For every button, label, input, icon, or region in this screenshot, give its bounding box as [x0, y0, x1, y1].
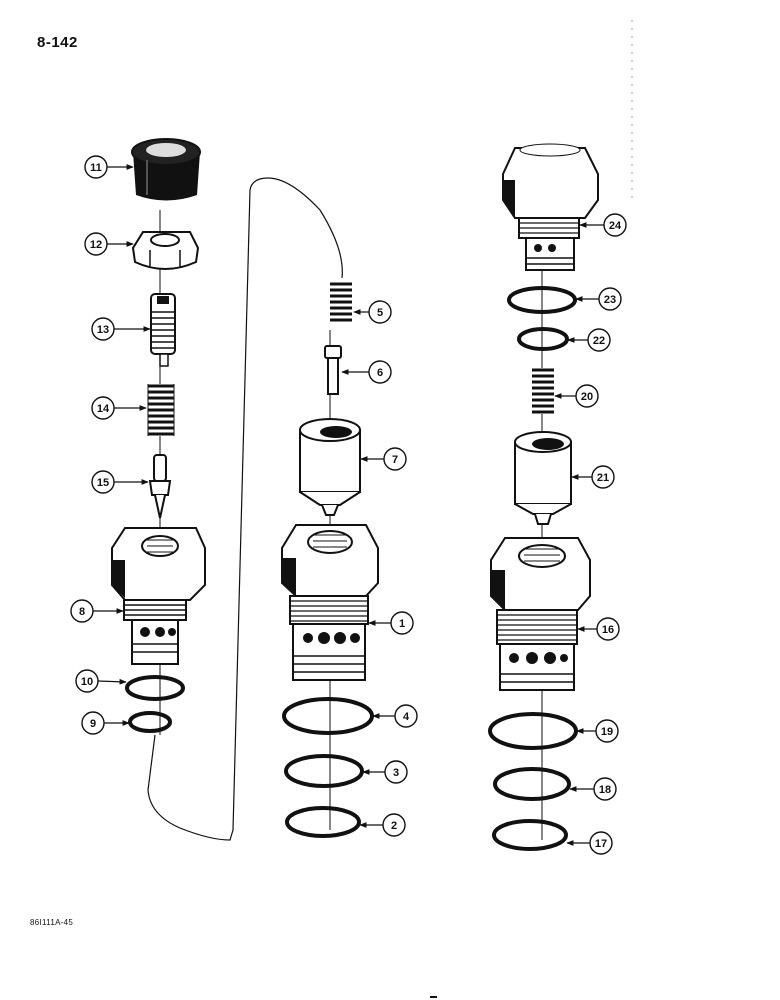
part-3-o-ring — [284, 754, 364, 788]
callout-2: 2 — [382, 813, 406, 837]
page-number: 8-142 — [37, 34, 78, 51]
part-15-poppet — [148, 454, 172, 519]
callout-18: 18 — [593, 777, 617, 801]
right-valve-assembly — [488, 143, 599, 851]
callout-14-label: 14 — [97, 403, 110, 415]
part-11-cap — [131, 138, 201, 201]
callout-24: 24 — [603, 213, 627, 237]
part-8-valve-body — [111, 527, 206, 665]
callout-21: 21 — [591, 465, 615, 489]
callout-16-label: 16 — [602, 624, 614, 636]
callout-21-label: 21 — [597, 472, 609, 484]
callout-11-label: 11 — [90, 162, 102, 174]
callout-17: 17 — [589, 831, 613, 855]
callout-9-label: 9 — [90, 718, 96, 730]
part-5-spring — [330, 282, 352, 324]
part-2-backup-ring — [285, 806, 361, 838]
callout-1: 1 — [390, 611, 414, 635]
callout-9: 9 — [81, 711, 105, 735]
callout-5: 5 — [368, 300, 392, 324]
callout-5-label: 5 — [377, 307, 383, 319]
callout-18-label: 18 — [599, 784, 611, 796]
left-valve-assembly — [111, 138, 343, 841]
callout-20-label: 20 — [581, 391, 593, 403]
callout-20: 20 — [575, 384, 599, 408]
callout-14: 14 — [91, 396, 115, 420]
callout-19-label: 19 — [601, 726, 613, 738]
part-19-o-ring — [488, 712, 578, 750]
middle-valve-assembly — [281, 282, 379, 838]
callout-7-label: 7 — [392, 454, 398, 466]
callout-13-label: 13 — [97, 324, 109, 336]
callout-13: 13 — [91, 317, 115, 341]
part-13-adjusting-screw — [150, 293, 176, 367]
part-1-valve-body — [281, 524, 379, 681]
callout-leaders — [93, 164, 604, 846]
callout-15-label: 15 — [97, 477, 109, 489]
callout-7: 7 — [383, 447, 407, 471]
callout-8-label: 8 — [79, 606, 85, 618]
callout-3: 3 — [384, 760, 408, 784]
callout-12-label: 12 — [90, 239, 102, 251]
part-22-backup-ring — [517, 327, 569, 351]
callout-22: 22 — [587, 328, 611, 352]
callout-23-label: 23 — [604, 294, 616, 306]
callout-10-label: 10 — [81, 676, 93, 688]
callout-24-label: 24 — [609, 220, 622, 232]
part-7-poppet — [299, 418, 361, 516]
group-connector-line — [147, 177, 343, 841]
part-6-pin — [324, 345, 342, 395]
callout-12: 12 — [84, 232, 108, 256]
part-23-o-ring — [507, 286, 577, 314]
part-20-spring — [532, 368, 554, 414]
callout-15: 15 — [91, 470, 115, 494]
callout-3-label: 3 — [393, 767, 399, 779]
part-4-o-ring — [282, 697, 374, 735]
callout-17-label: 17 — [595, 838, 607, 850]
part-12-nut — [131, 231, 200, 270]
callout-23: 23 — [598, 287, 622, 311]
callout-1-label: 1 — [399, 618, 405, 630]
callout-6-label: 6 — [377, 367, 383, 379]
part-24-plug — [502, 143, 599, 271]
callout-4-label: 4 — [403, 711, 410, 723]
part-14-spring — [147, 384, 175, 436]
part-21-poppet — [514, 431, 572, 525]
callout-11: 11 — [84, 155, 108, 179]
part-17-backup-ring — [492, 819, 568, 851]
part-9-backup-ring — [128, 711, 172, 733]
callout-6: 6 — [368, 360, 392, 384]
part-18-o-ring — [493, 767, 571, 801]
callout-8: 8 — [70, 599, 94, 623]
callout-4: 4 — [394, 704, 418, 728]
part-16-valve-body — [490, 537, 591, 691]
callout-2-label: 2 — [391, 820, 397, 832]
part-10-o-ring — [125, 675, 185, 701]
callout-16: 16 — [596, 617, 620, 641]
callout-19: 19 — [595, 719, 619, 743]
callout-10: 10 — [75, 669, 99, 693]
figure-code: 86I111A-45 — [30, 918, 74, 927]
callout-22-label: 22 — [593, 335, 605, 347]
